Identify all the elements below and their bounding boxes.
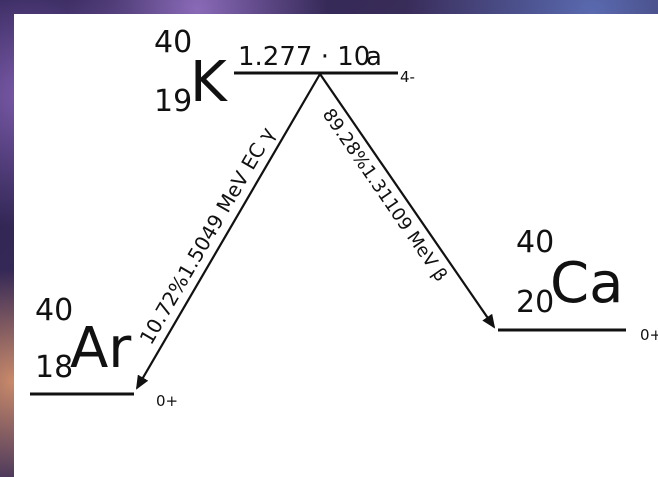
beta-decay-label: 89.28%1.31109 MeV β <box>318 105 451 286</box>
ca-atomic-number: 20 <box>516 285 554 320</box>
k-mass-number: 40 <box>154 25 192 60</box>
ar-mass-number: 40 <box>35 293 73 328</box>
ec-decay-label: 10.72%1.5049 MeV EC γ <box>135 123 280 349</box>
beta-decay-arrow <box>319 73 496 329</box>
ar-symbol: Ar <box>70 316 132 381</box>
k-spin: 4- <box>400 68 415 86</box>
ca-symbol: Ca <box>550 251 623 316</box>
ca-mass-number: 40 <box>516 225 554 260</box>
k-symbol: K <box>190 50 228 115</box>
ca-spin: 0+ <box>640 326 658 344</box>
ar-atomic-number: 18 <box>35 350 73 385</box>
k-half-life-unit: a <box>366 42 382 72</box>
ec-decay-arrow <box>135 73 321 390</box>
diagram-panel <box>14 14 658 477</box>
ar-spin: 0+ <box>156 392 178 410</box>
k-half-life: 1.277 · 10 <box>238 42 370 72</box>
k-atomic-number: 19 <box>154 84 192 119</box>
